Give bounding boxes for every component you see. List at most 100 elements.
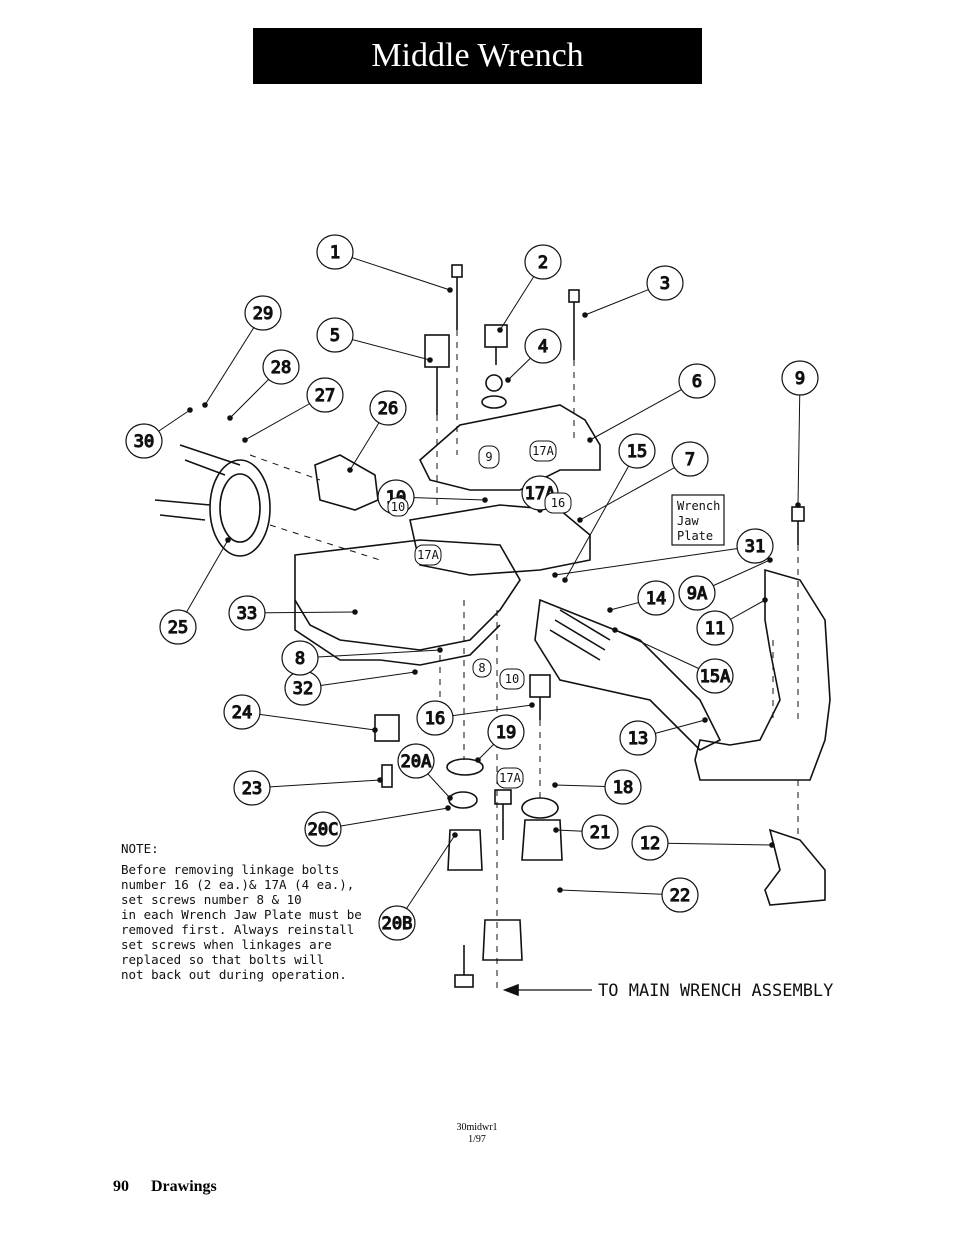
inline-label: 17A <box>496 767 524 789</box>
callout-label: 15A <box>700 667 731 687</box>
bolt-5 <box>424 334 450 415</box>
jaw-ring <box>209 459 271 557</box>
svg-text:not back out during operation.: not back out during operation. <box>121 967 347 982</box>
bolt-16 <box>529 674 551 720</box>
callout-label: 23 <box>242 779 262 799</box>
bolt-3 <box>568 289 580 360</box>
inline-label: 17A <box>414 544 442 566</box>
callout-27: 27 <box>242 377 344 443</box>
callout-label: 9A <box>687 584 707 604</box>
callout-label: 7 <box>685 450 695 470</box>
callout-14: 14 <box>607 580 675 616</box>
svg-text:removed first. Always reinstal: removed first. Always reinstall <box>121 922 354 937</box>
callout-9: 9 <box>781 360 819 508</box>
callout-label: 31 <box>745 537 765 557</box>
callout-26: 26 <box>347 390 407 473</box>
callout-label: 2 <box>538 253 548 273</box>
page-number: 90 <box>113 1178 129 1195</box>
callout-label: 6 <box>692 372 702 392</box>
callout-7: 7 <box>577 441 709 523</box>
bolt-9 <box>791 506 805 545</box>
svg-text:set screws when linkages are: set screws when linkages are <box>121 937 332 952</box>
callout-19: 19 <box>475 714 525 763</box>
callout-label: 14 <box>646 589 666 609</box>
callout-20c: 20C <box>304 805 451 847</box>
callout-15: 15 <box>562 433 656 583</box>
callout-29: 29 <box>202 295 282 408</box>
page-footer: 90 Drawings <box>113 1178 235 1196</box>
inline-label: 8 <box>472 658 492 678</box>
callout-16: 16 <box>416 700 535 736</box>
svg-text:Plate: Plate <box>677 529 713 543</box>
svg-text:number 16 (2 ea.)& 17A (4 ea.): number 16 (2 ea.)& 17A (4 ea.), <box>121 877 354 892</box>
svg-text:Wrench: Wrench <box>677 499 720 513</box>
callout-label: 20C <box>308 820 339 840</box>
callout-label: 9 <box>795 369 805 389</box>
callout-13: 13 <box>619 717 708 756</box>
callout-11: 11 <box>696 597 768 646</box>
inline-label: 17A <box>529 440 557 462</box>
wrench-body <box>294 539 521 651</box>
callout-label: 28 <box>271 358 291 378</box>
callout-2: 2 <box>497 244 562 333</box>
callout-8: 8 <box>281 640 443 676</box>
callout-4: 4 <box>505 328 562 383</box>
callout-label: 24 <box>232 703 252 723</box>
callout-21: 21 <box>553 814 619 850</box>
callout-23: 23 <box>233 770 383 806</box>
callout-22: 22 <box>557 877 699 913</box>
bolt-17A-lower <box>494 789 512 840</box>
callout-label: 21 <box>590 823 610 843</box>
svg-text:set screws number 8 & 10: set screws number 8 & 10 <box>121 892 302 907</box>
callout-3: 3 <box>582 265 684 318</box>
callout-20a: 20A <box>397 743 453 801</box>
callout-12: 12 <box>631 825 775 861</box>
block-26 <box>314 454 379 511</box>
callout-label: 19 <box>496 723 516 743</box>
callout-9a: 9A <box>678 557 773 611</box>
svg-text:NOTE:: NOTE: <box>121 841 159 856</box>
wrench-jaw-plate-label: Wrench Jaw Plate <box>671 494 725 546</box>
callout-label: 33 <box>237 604 257 624</box>
drawing-date: 1/97 <box>468 1134 486 1145</box>
inline-label: 9 <box>478 445 500 469</box>
callout-label: 20A <box>401 752 432 772</box>
callout-6: 6 <box>587 363 716 443</box>
svg-text:17A: 17A <box>417 548 439 562</box>
maintenance-note: NOTE: Before removing linkage bolts numb… <box>121 841 362 982</box>
callout-label: 29 <box>253 304 273 324</box>
callout-label: 20B <box>382 914 413 934</box>
callout-1: 1 <box>316 234 453 293</box>
callout-label: 25 <box>168 618 188 638</box>
callout-30: 30 <box>125 407 193 459</box>
inline-label: 16 <box>544 492 572 514</box>
pin-23 <box>381 764 393 788</box>
callout-label: 5 <box>330 326 340 346</box>
callout-label: 1 <box>330 243 340 263</box>
callout-label: 30 <box>134 432 154 452</box>
callout-label: 26 <box>378 399 398 419</box>
callout-label: 3 <box>660 274 670 294</box>
svg-text:17A: 17A <box>532 444 554 458</box>
callout-label: 4 <box>538 337 548 357</box>
callout-label: 22 <box>670 886 690 906</box>
callout-25: 25 <box>159 537 231 645</box>
callout-33: 33 <box>228 595 358 631</box>
callout-5: 5 <box>316 317 433 363</box>
bushing-24 <box>374 714 400 742</box>
washer-4 <box>485 374 503 392</box>
svg-text:Before removing linkage bolts: Before removing linkage bolts <box>121 862 339 877</box>
main-assembly-label: TO MAIN WRENCH ASSEMBLY <box>598 981 833 1001</box>
callout-31: 31 <box>552 528 774 578</box>
svg-text:10: 10 <box>391 500 405 514</box>
callout-15a: 15A <box>612 627 734 694</box>
o-ring-19 <box>446 758 484 776</box>
linkage-plate <box>409 504 591 576</box>
svg-text:replaced so that bolts will: replaced so that bolts will <box>121 952 324 967</box>
svg-text:16: 16 <box>551 496 565 510</box>
callout-24: 24 <box>223 694 378 733</box>
callout-label: 13 <box>628 729 648 749</box>
svg-text:10: 10 <box>505 672 519 686</box>
bolt-2 <box>484 324 508 365</box>
